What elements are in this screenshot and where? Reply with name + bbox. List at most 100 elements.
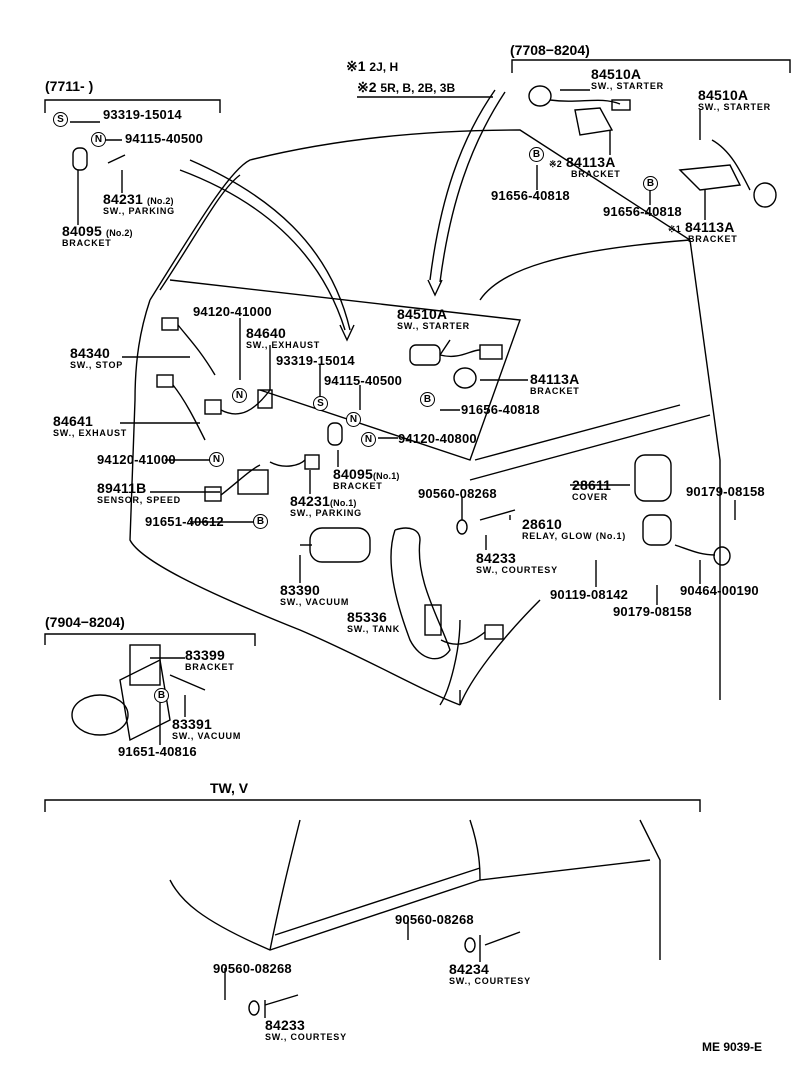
- exhaust-switch-84640-wire: [220, 389, 271, 415]
- bracket-83399: [129, 644, 161, 686]
- part-label: 84231 (No.2)SW., PARKING: [103, 192, 175, 216]
- glow-relay-connector: [713, 546, 731, 566]
- part-label: 91656-40818: [491, 189, 570, 202]
- part-name: SW., EXHAUST: [246, 340, 321, 350]
- vacuum-switch-83390: [309, 527, 371, 563]
- part-label: 91651-40816: [118, 745, 197, 758]
- part-number-line: ※1 84113A: [668, 220, 738, 234]
- part-name: SW., STARTER: [397, 321, 470, 331]
- part-number: 90560-08268: [418, 486, 497, 501]
- part-number: 83399: [185, 647, 225, 663]
- part-name: BRACKET: [688, 234, 738, 244]
- drawing-code: ME 9039-E: [702, 1040, 763, 1054]
- part-name: SW., EXHAUST: [53, 428, 128, 438]
- part-number: 90179-08158: [686, 484, 765, 499]
- part-number: 84233: [476, 550, 516, 566]
- note-1-text: 2J, H: [369, 60, 399, 74]
- arrow-left-inner: [189, 159, 351, 331]
- part-number: 89411B: [97, 480, 147, 496]
- part-number-line: 84231 (No.2): [103, 192, 175, 206]
- part-number: 93319-15014: [276, 353, 355, 368]
- lower-body-step: [274, 867, 481, 936]
- part-number: 83390: [280, 582, 320, 598]
- starter-switch-center: [409, 344, 441, 366]
- exhaust-switch-84640-connector: [204, 399, 222, 415]
- part-label: 90179-08158: [686, 485, 765, 498]
- part-label: 94115-40500: [125, 132, 203, 145]
- part-name: SW., COURTESY: [449, 976, 531, 986]
- symbol-s-screw: S: [313, 396, 328, 411]
- symbol-n-nut: N: [91, 132, 106, 147]
- courtesy-switch-84234: [484, 931, 521, 946]
- part-number: 91656-40818: [603, 204, 682, 219]
- parking-switch-no1-wire: [269, 459, 306, 467]
- group-label-7711: (7711- ): [45, 78, 94, 94]
- part-label: 90119-08142: [550, 588, 628, 601]
- washer-lower-left: [248, 1000, 260, 1016]
- group-bracket-7904: [44, 633, 256, 646]
- note-1-mark: ※1: [346, 58, 366, 74]
- part-name: SW., STARTER: [698, 102, 771, 112]
- part-name: SW., STARTER: [591, 81, 664, 91]
- part-number-line: 84095(No.1): [333, 467, 400, 481]
- part-number: 84233: [265, 1017, 305, 1033]
- starter-switch-2: [753, 182, 777, 208]
- part-name: BRACKET: [185, 662, 235, 672]
- bracket-84095-no2: [72, 147, 88, 171]
- part-label: 94115-40500: [324, 374, 402, 387]
- part-suffix: (No.2): [147, 196, 174, 206]
- part-prefix: ※2: [549, 159, 562, 169]
- exhaust-switch-84641: [172, 384, 206, 441]
- part-number: 90179-08158: [613, 604, 692, 619]
- exhaust-switch-84641-connector: [156, 374, 174, 388]
- part-number: 90464-00190: [680, 583, 759, 598]
- body-door-sill-1: [474, 404, 681, 461]
- tank-switch-connector: [484, 624, 504, 640]
- part-number: 84113A: [566, 154, 616, 170]
- note-1: ※1 2J, H: [346, 58, 398, 75]
- part-name: RELAY, GLOW (No.1): [522, 531, 627, 541]
- part-number: 94115-40500: [324, 373, 403, 388]
- tank-switch: [424, 604, 442, 636]
- speed-sensor-connector: [204, 486, 222, 502]
- lower-body-pillar-center: [469, 819, 481, 881]
- part-label: 91651-40612: [145, 515, 224, 528]
- tank-switch-wire: [440, 631, 486, 645]
- starter-switch-1-wire: [549, 99, 621, 105]
- part-number-line: 84231(No.1): [290, 494, 362, 508]
- group-bracket-7711: [44, 99, 221, 113]
- part-number: 85336: [347, 609, 387, 625]
- symbol-b-bolt: B: [420, 392, 435, 407]
- part-name: BRACKET: [333, 481, 383, 491]
- symbol-n-nut: N: [209, 452, 224, 467]
- leader-lines-7711: [70, 121, 123, 225]
- part-number: 84640: [246, 325, 286, 341]
- body-door-top: [479, 239, 691, 301]
- part-number: 93319-15014: [103, 107, 182, 122]
- body-front-lower: [129, 299, 461, 706]
- lower-body-pillar-right: [639, 819, 661, 960]
- part-number-line: ※2 84113A: [549, 155, 621, 169]
- part-number: 84113A: [530, 371, 580, 387]
- part-name: SW., COURTESY: [265, 1032, 347, 1042]
- part-number: 94115-40500: [125, 131, 204, 146]
- note-2-text: 5R, B, 2B, 3B: [380, 81, 456, 95]
- body-rear-edge: [439, 619, 461, 706]
- part-number: 84340: [70, 345, 110, 361]
- bracket-84113A-1: [574, 107, 614, 136]
- part-number: 84231: [103, 191, 143, 207]
- part-prefix: ※1: [668, 224, 681, 234]
- speed-sensor: [237, 469, 269, 495]
- part-number-line: 84095 (No.2): [62, 224, 133, 238]
- part-name: SW., STOP: [70, 360, 124, 370]
- part-number: 94120-41000: [97, 452, 176, 467]
- part-label: 91656-40818: [603, 205, 682, 218]
- lower-body-pillar-left: [269, 819, 301, 951]
- part-label: 94120-41000: [193, 305, 272, 318]
- part-label: 93319-15014: [103, 108, 182, 121]
- part-name: BRACKET: [530, 386, 580, 396]
